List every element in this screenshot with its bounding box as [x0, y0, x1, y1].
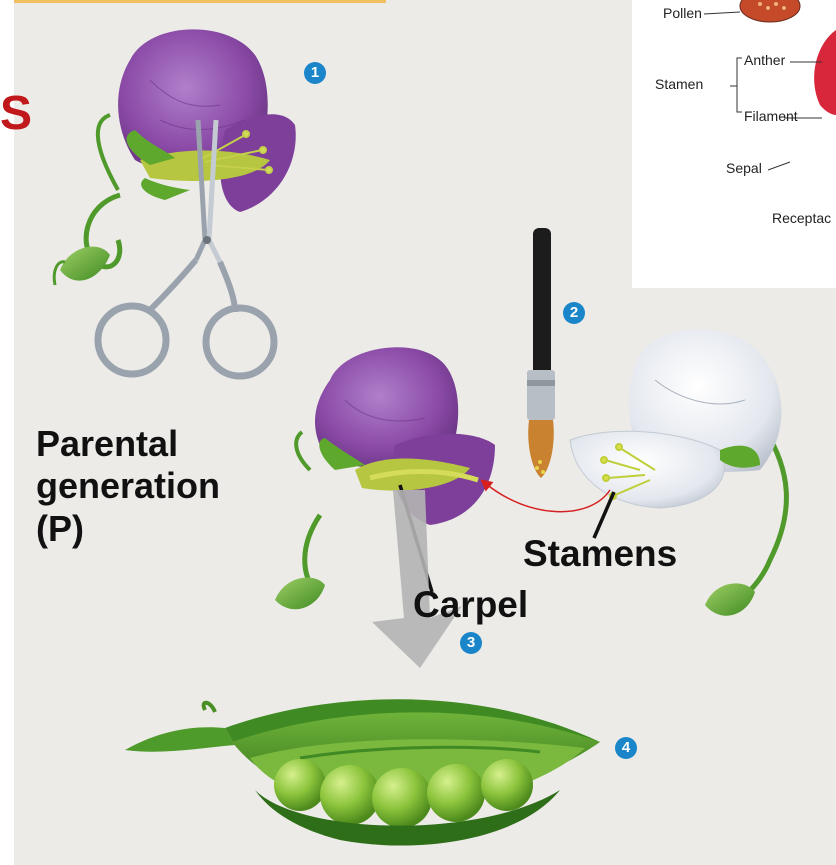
- pea-pod: [125, 699, 600, 845]
- stamens-label: Stamens: [523, 532, 677, 576]
- inset-flower-anatomy: [632, 0, 836, 288]
- inset-label-pollen: Pollen: [663, 5, 702, 21]
- inset-label-receptacle: Receptac: [772, 210, 831, 226]
- parental-generation-line-2: generation: [36, 465, 220, 507]
- leaf-icon: [60, 247, 110, 281]
- emasculated-flower: [54, 29, 296, 285]
- recipient-flower: [275, 347, 495, 609]
- parental-generation-label: Parental generation (P): [36, 423, 220, 550]
- step-badge-1: 1: [304, 62, 326, 84]
- pollen-transfer-arrow: [485, 483, 610, 512]
- inset-label-stamen: Stamen: [655, 76, 703, 92]
- carpel-label: Carpel: [413, 583, 528, 627]
- parental-generation-line-3: (P): [36, 508, 220, 550]
- step-badge-2: 2: [563, 302, 585, 324]
- parental-generation-line-1: Parental: [36, 423, 220, 465]
- step-badge-4: 4: [615, 737, 637, 759]
- inset-label-anther: Anther: [744, 52, 785, 68]
- step-badge-3: 3: [460, 632, 482, 654]
- inset-label-filament: Filament: [744, 108, 798, 124]
- paintbrush-icon: [527, 228, 555, 478]
- inset-label-sepal: Sepal: [726, 160, 762, 176]
